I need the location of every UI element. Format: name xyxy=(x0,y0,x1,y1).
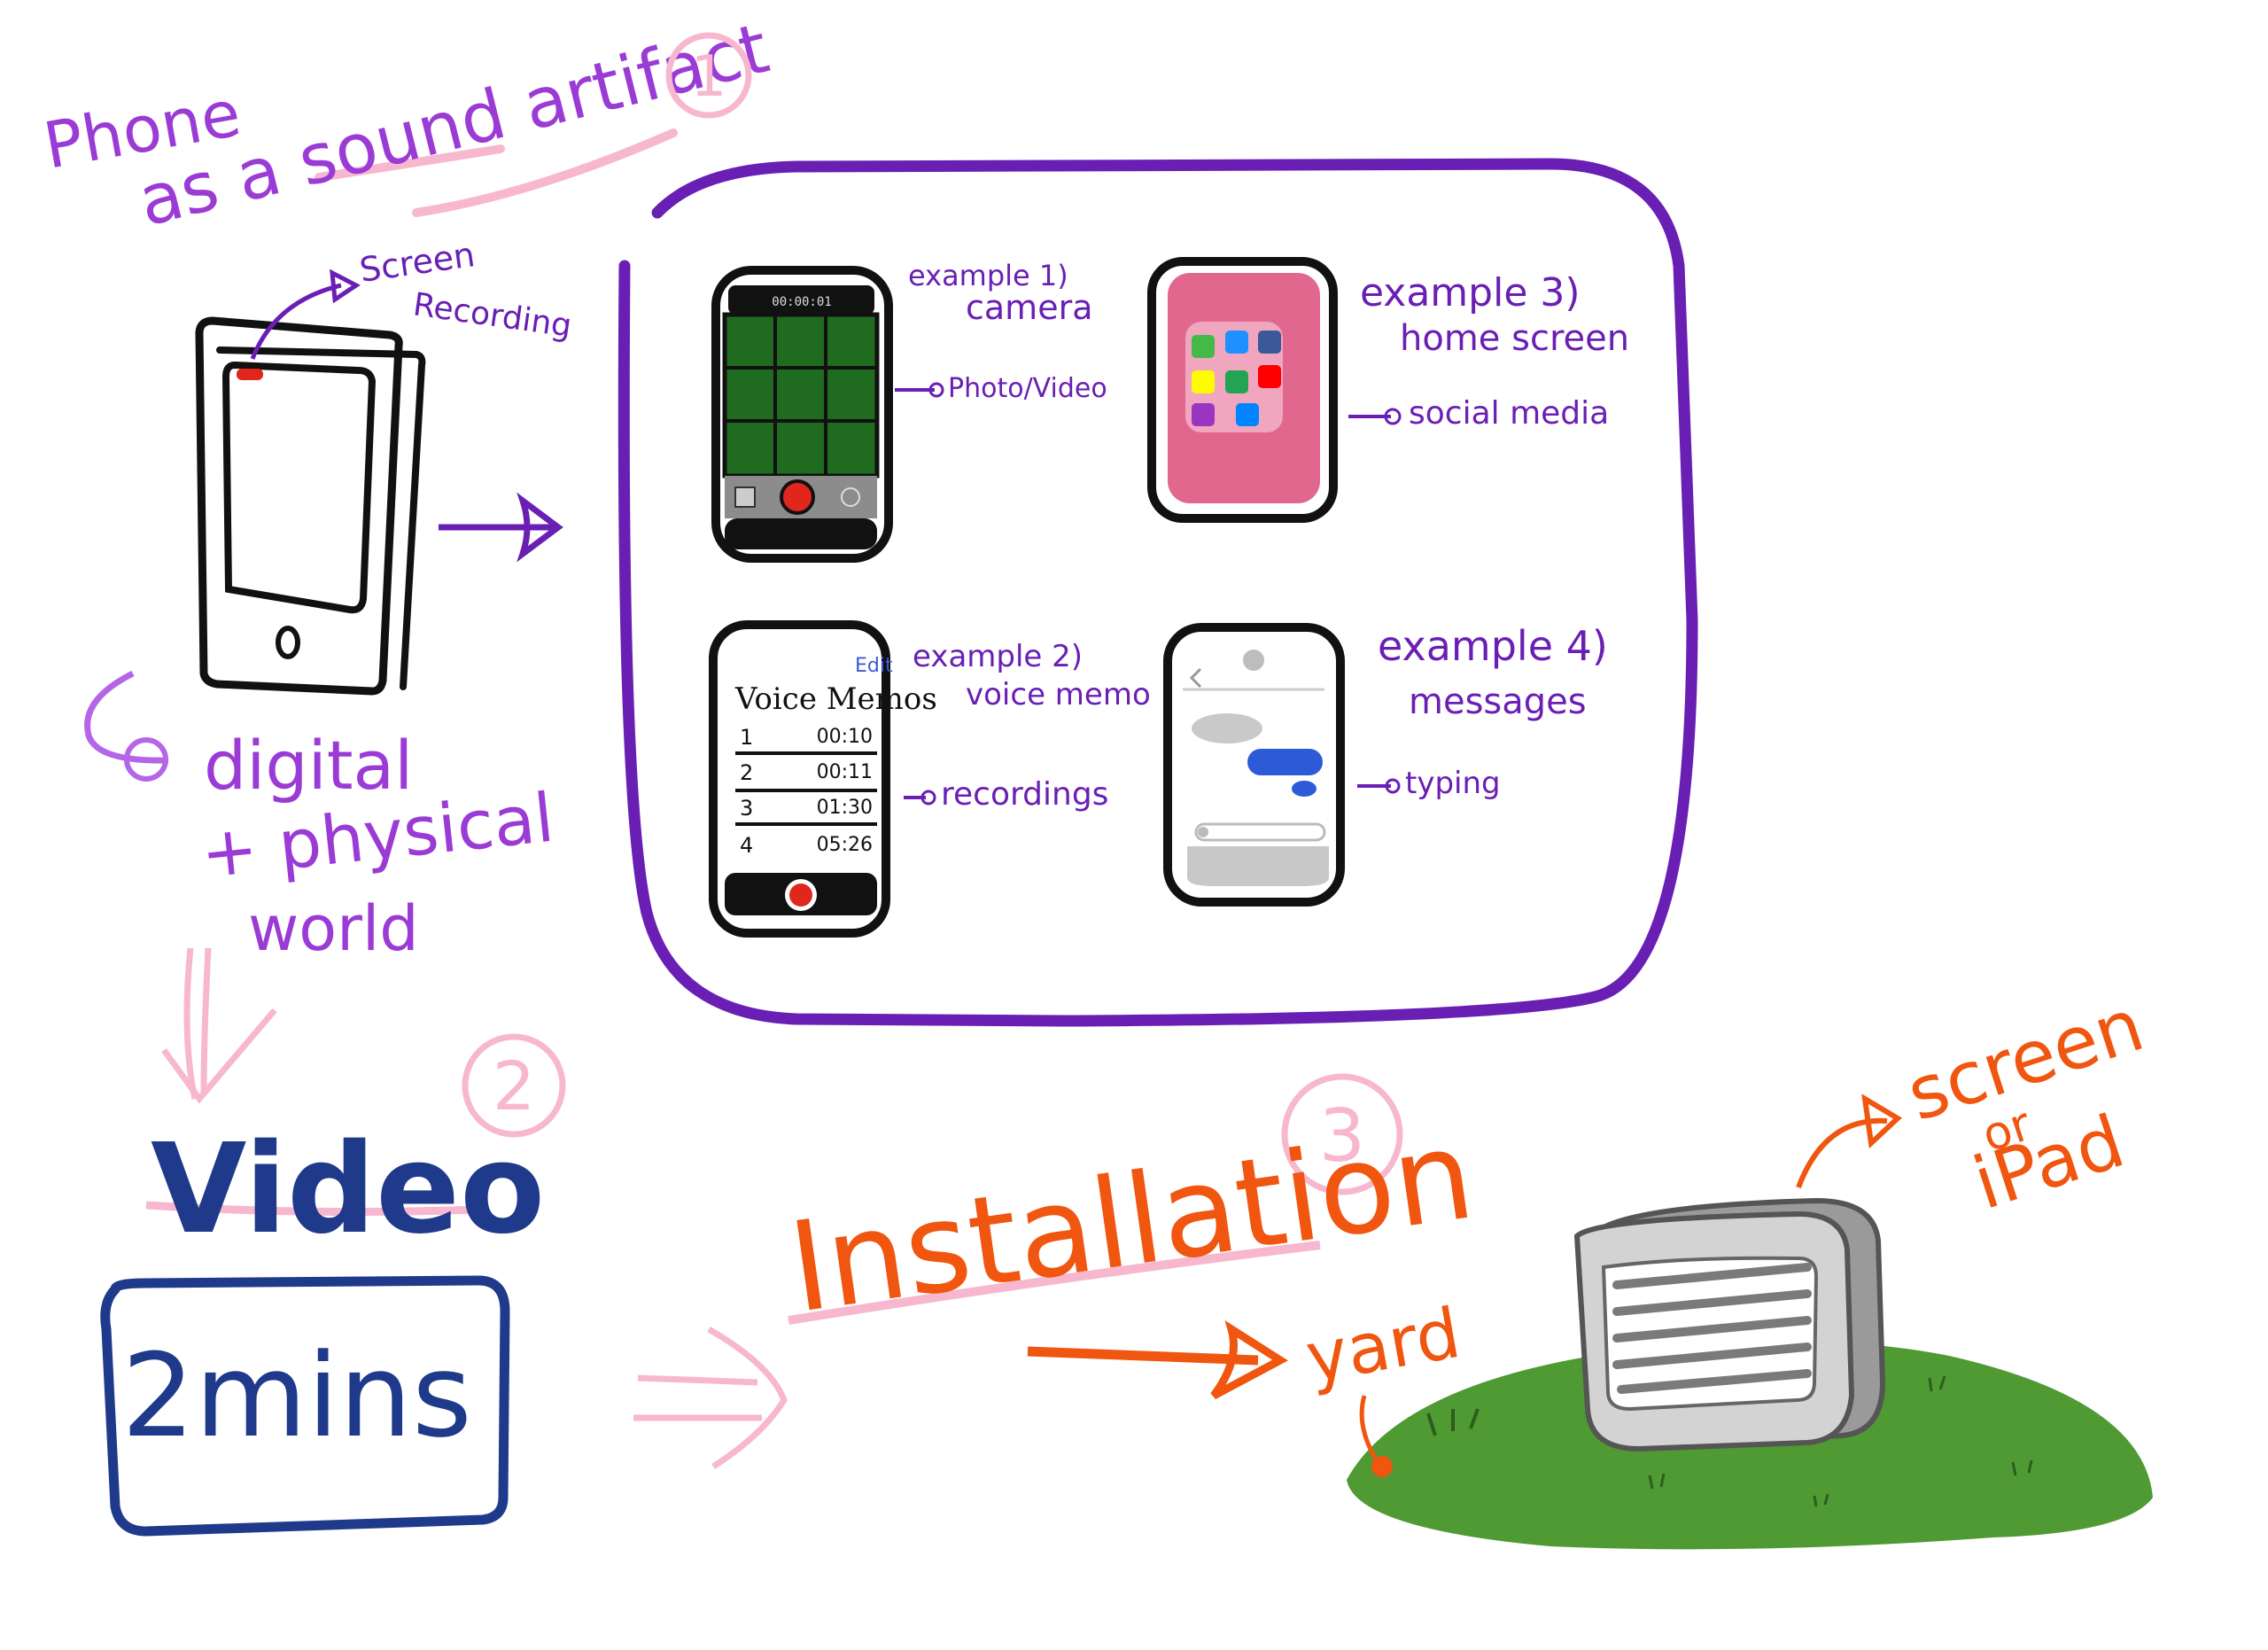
example-1-camera: 00:00:01 example 1) camera Photo/Video xyxy=(711,259,1107,563)
example-4-messages: example 4) messages typing xyxy=(1163,622,1608,907)
screen-arrow xyxy=(1796,1117,1888,1189)
instagram-app-icon xyxy=(1192,403,1215,426)
arrow-head-icon xyxy=(707,1326,788,1469)
incoming-bubble xyxy=(1192,713,1262,743)
skype-app-icon xyxy=(1225,331,1248,354)
video-title: Video xyxy=(151,1117,545,1262)
memo-number: 4 xyxy=(740,833,753,858)
memo-number: 1 xyxy=(740,725,753,750)
memo-time: 00:11 xyxy=(817,761,873,783)
example-2-voice-memo: Edit Voice Memos 1 00:10 2 00:11 3 01:30… xyxy=(709,620,1151,938)
memo-number: 3 xyxy=(740,796,753,821)
arrow-head-icon xyxy=(1385,778,1401,794)
back-icon xyxy=(1189,667,1202,689)
down-arrow xyxy=(183,947,198,1100)
digital-label: digital xyxy=(204,726,413,805)
screen-device xyxy=(1573,1197,1886,1452)
phone-drawing xyxy=(195,316,426,696)
keyboard xyxy=(1187,846,1329,886)
arrow-head-icon xyxy=(124,737,168,782)
section-3-number: 3 xyxy=(1319,1094,1365,1179)
installation-underline xyxy=(788,1241,1321,1325)
arrow-head-icon xyxy=(1210,1319,1288,1399)
voice-memos-title: Voice Memos xyxy=(734,681,937,717)
example-2-title: example 2) xyxy=(913,639,1083,674)
arrow-head-icon xyxy=(330,269,361,304)
section-2-number: 2 xyxy=(493,1047,535,1125)
example-2-name: voice memo xyxy=(966,677,1151,712)
example-3-note: social media xyxy=(1409,395,1609,432)
screen-recording-label-1: Screen xyxy=(357,235,478,290)
home-button-icon xyxy=(276,626,300,659)
section-1-number-circle xyxy=(665,32,752,119)
messenger-app-icon xyxy=(1236,403,1259,426)
memo-time: 05:26 xyxy=(817,834,873,856)
duration-box xyxy=(100,1275,510,1537)
to-yard-arrow xyxy=(1027,1346,1259,1366)
example-3-home-screen: example 3) home screen social media xyxy=(1147,257,1629,523)
arrow-head-icon xyxy=(517,492,563,563)
facebook-app-icon xyxy=(1258,331,1281,354)
section-3: 3 Installation yard screen or iPad xyxy=(781,983,2153,1550)
camera-icon xyxy=(1198,827,1208,837)
section-2: 2 Video 2mins xyxy=(100,947,788,1537)
screen-recording-arrow xyxy=(250,283,342,360)
example-4-note: typing xyxy=(1405,766,1501,801)
digital-arrow xyxy=(84,670,169,764)
section-1: Phone as a sound artifact 1 Screen Recor… xyxy=(38,9,776,965)
outgoing-bubble xyxy=(1292,781,1317,797)
example-1-note: Photo/Video xyxy=(948,373,1107,404)
shutter-icon xyxy=(780,479,815,515)
screen-recording-label-2: Recording xyxy=(411,286,574,345)
example-3-name: home screen xyxy=(1400,318,1629,359)
example-4-name: messages xyxy=(1409,681,1587,722)
app-icon xyxy=(1225,370,1248,393)
example-4-title: example 4) xyxy=(1378,622,1608,670)
memo-time: 01:30 xyxy=(817,797,873,819)
section-2-number-circle xyxy=(462,1033,566,1138)
yard-label: yard xyxy=(1301,1294,1466,1399)
arrow-head-icon xyxy=(928,382,944,398)
example-1-title: example 1) xyxy=(908,259,1068,292)
contact-avatar xyxy=(1243,650,1264,671)
camera-timer: 00:00:01 xyxy=(772,295,831,309)
edit-link[interactable]: Edit xyxy=(855,655,893,677)
section-1-number: 1 xyxy=(691,44,727,110)
youtube-app-icon xyxy=(1258,365,1281,388)
memo-time: 00:10 xyxy=(817,726,873,748)
arrow-head-icon xyxy=(161,1008,277,1104)
yard-arrow xyxy=(1359,1395,1380,1464)
arrow-head-icon xyxy=(1371,1456,1393,1477)
arrow-head-icon xyxy=(1861,1094,1902,1149)
flip-camera-icon xyxy=(841,487,860,507)
arrow-head-icon xyxy=(1384,408,1402,425)
outgoing-bubble xyxy=(1247,749,1323,775)
record-indicator-icon xyxy=(237,369,263,380)
record-button-icon xyxy=(789,883,812,907)
installation-title: Installation xyxy=(781,1102,1482,1341)
video-underline xyxy=(145,1201,479,1217)
example-3-title: example 3) xyxy=(1360,270,1581,315)
title-underline-1 xyxy=(315,144,505,182)
section-3-number-circle xyxy=(1281,1073,1403,1195)
title-underline-2 xyxy=(412,128,678,217)
examples-frame: 00:00:01 example 1) camera Photo/Video xyxy=(617,158,1698,1027)
video-duration: 2mins xyxy=(121,1328,472,1463)
grass-blades xyxy=(1426,1408,1480,1436)
to-installation-arrow xyxy=(637,1374,758,1386)
memo-number: 2 xyxy=(740,760,753,785)
snapchat-app-icon xyxy=(1192,370,1215,393)
example-1-name: camera xyxy=(966,288,1092,327)
world-label: world xyxy=(248,892,419,965)
message-input[interactable] xyxy=(1194,822,1326,842)
gallery-icon xyxy=(734,486,756,508)
example-2-note: recordings xyxy=(941,776,1108,813)
messages-app-icon xyxy=(1192,335,1215,358)
arrow-head-icon xyxy=(920,790,936,806)
